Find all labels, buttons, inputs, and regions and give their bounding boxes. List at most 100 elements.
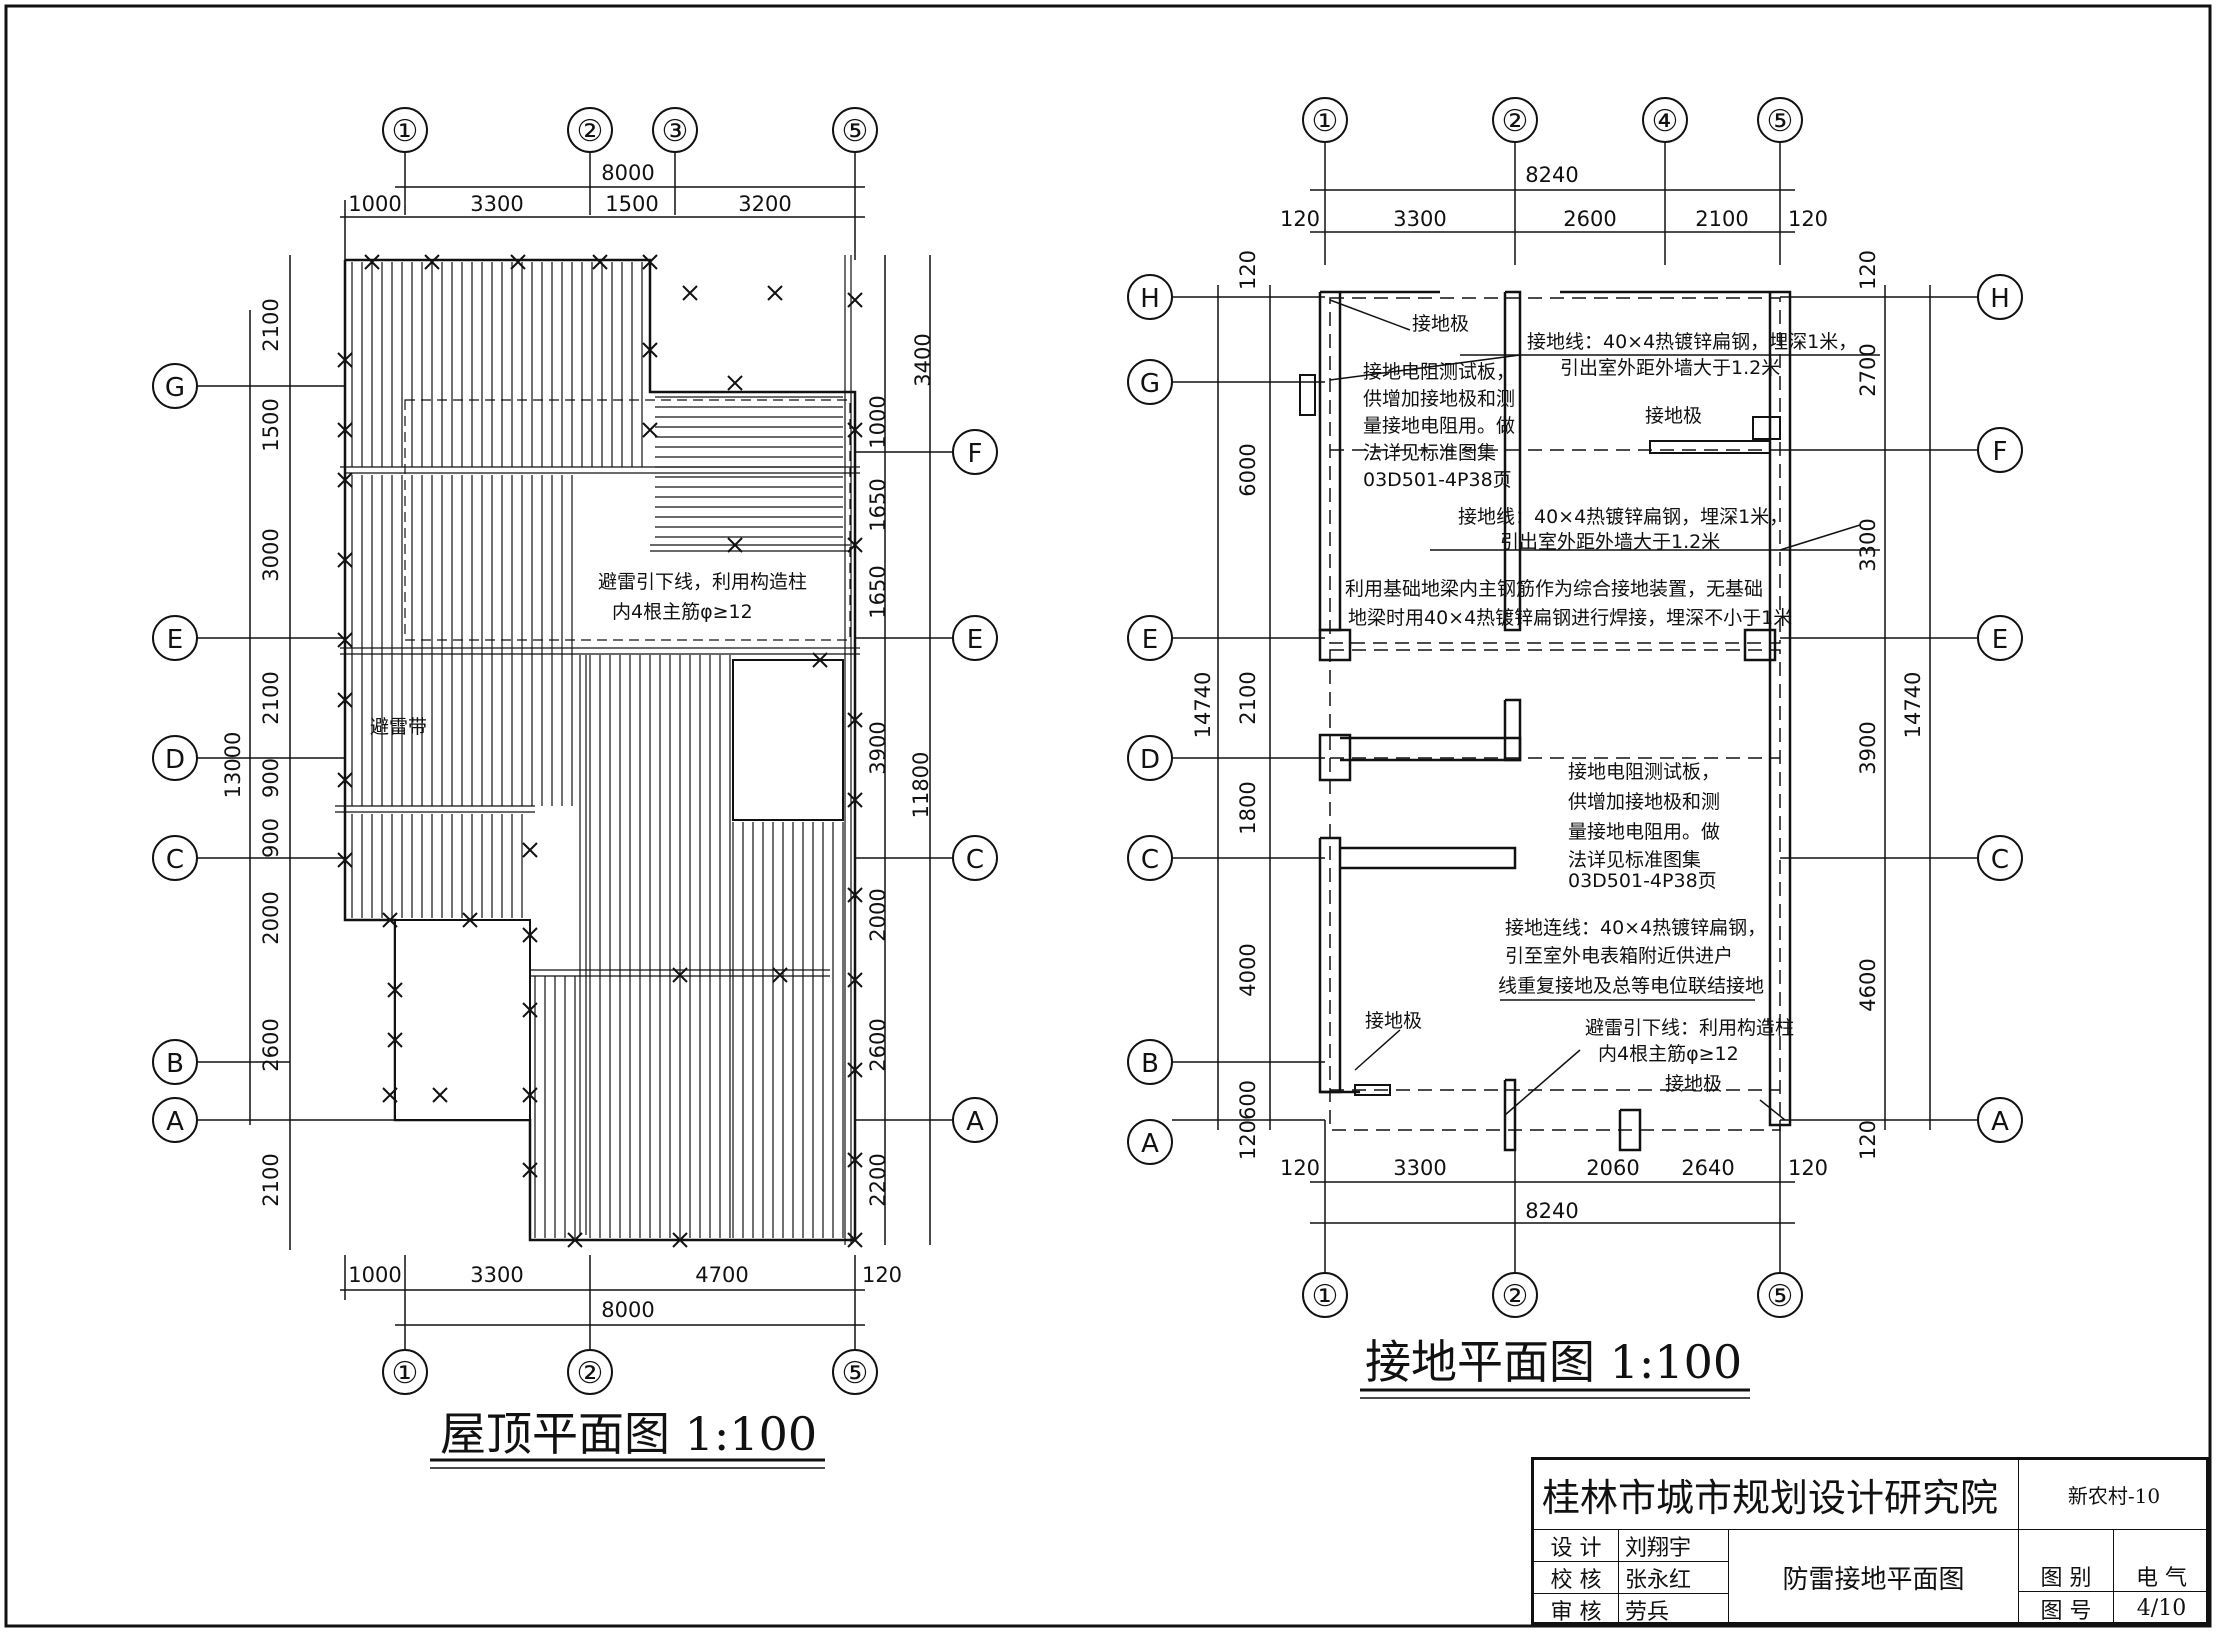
roof-dim-right: 1000 <box>866 395 890 448</box>
support-x-mark <box>382 1087 398 1103</box>
roof-axis-top-2: ② <box>577 114 604 149</box>
project-name: 新农村-10 <box>2019 1460 2209 1530</box>
ground-dim-bottom: 120 <box>1280 1156 1320 1180</box>
support-x-mark <box>364 254 380 270</box>
ground-plan-title: 接地平面图 1:100 <box>1365 1335 1742 1389</box>
ground-note-test2: 法详见标准图集 <box>1568 849 1701 871</box>
ground-axis-left-C: C <box>1141 845 1159 875</box>
ground-dim-top: 120 <box>1788 207 1828 231</box>
support-x-mark <box>672 967 688 983</box>
ground-axis-bottom-2: ② <box>1502 1279 1529 1314</box>
ground-note-test1: 法详见标准图集 <box>1363 442 1496 464</box>
ground-note-conn: 引至室外电表箱附近供进户 <box>1505 945 1733 967</box>
ground-dim-bottom: 3300 <box>1393 1156 1446 1180</box>
lightning-strap-supports <box>337 254 863 1248</box>
support-x-mark <box>382 912 398 928</box>
support-x-mark <box>337 692 353 708</box>
ground-dim-top: 2100 <box>1695 207 1748 231</box>
roof-axis-bottom-5: ⑤ <box>842 1356 869 1391</box>
roof-axis-bottom-1: ① <box>392 1356 419 1391</box>
sheet-border <box>4 4 2212 1628</box>
support-x-mark <box>642 422 658 438</box>
support-x-mark <box>672 1232 688 1248</box>
roof-dim-top: 1500 <box>605 192 658 216</box>
ground-dim-left: 600 <box>1236 1080 1260 1120</box>
ground-note-test2: 供增加接地极和测 <box>1568 791 1720 813</box>
support-x-mark <box>387 1032 403 1048</box>
ground-note-line1: 接地线：40×4热镀锌扁钢，埋深1米， <box>1527 331 1857 353</box>
ground-note-line2: 引出室外距外墙大于1.2米 <box>1500 531 1720 553</box>
ground-dim-right: 120 <box>1856 250 1880 290</box>
ground-axis-right-F: F <box>1993 437 2008 467</box>
support-x-mark <box>432 1087 448 1103</box>
support-x-mark <box>847 422 863 438</box>
roof-dim-right: 2000 <box>866 888 890 941</box>
review-name: 劳兵 <box>1619 1594 1729 1625</box>
support-x-mark <box>337 772 353 788</box>
ground-plate-label: 接地极 <box>1412 313 1469 335</box>
ground-axis-left-H: H <box>1140 284 1160 314</box>
ground-dim-bottom: 2060 <box>1586 1156 1639 1180</box>
ground-dim-top: 120 <box>1280 207 1320 231</box>
ground-plate-label: 接地极 <box>1665 1073 1722 1095</box>
support-x-mark <box>642 254 658 270</box>
support-x-mark <box>337 552 353 568</box>
number-label: 图 号 <box>2019 1592 2114 1625</box>
ground-dim-top: 3300 <box>1393 207 1446 231</box>
ground-dim-left: 120 <box>1236 1120 1260 1160</box>
ground-dim-right: 4600 <box>1856 958 1880 1011</box>
roof-axis-right-E: E <box>967 625 983 655</box>
roof-axis-top-3: ③ <box>662 114 689 149</box>
support-x-mark <box>337 422 353 438</box>
roof-dim-top: 1000 <box>348 192 401 216</box>
ground-axis-bottom-1: ① <box>1312 1279 1339 1314</box>
category-value: 电 气 <box>2114 1560 2209 1592</box>
roof-axis-top-5: ⑤ <box>842 114 869 149</box>
support-x-mark <box>772 967 788 983</box>
roof-dim-right: 1650 <box>866 478 890 531</box>
ground-axis-top-5: ⑤ <box>1767 104 1794 139</box>
drawing-name: 防雷接地平面图 <box>1729 1530 2019 1625</box>
roof-dim-left: 1500 <box>259 398 283 451</box>
review-label: 审 核 <box>1534 1594 1619 1625</box>
roof-dim-right-total: 11800 <box>909 752 933 819</box>
ground-plate-label: 接地极 <box>1645 405 1702 427</box>
roof-dim-top-total: 8000 <box>601 161 654 185</box>
roof-dim-top: 3300 <box>470 192 523 216</box>
roof-dim-bottom: 1000 <box>348 1263 401 1287</box>
design-label: 设 计 <box>1534 1530 1619 1562</box>
support-x-mark <box>847 887 863 903</box>
support-x-mark <box>337 852 353 868</box>
institute-name: 桂林市城市规划设计研究院 <box>1534 1460 2019 1530</box>
roof-dim-left: 2100 <box>259 1153 283 1206</box>
ground-dim-right: 120 <box>1856 1120 1880 1160</box>
ground-dim-left: 6000 <box>1236 443 1260 496</box>
ground-dim-left: 2100 <box>1236 671 1260 724</box>
support-x-mark <box>847 712 863 728</box>
roof-axis-right-C: C <box>966 845 984 875</box>
ground-dim-top-total: 8240 <box>1525 163 1578 187</box>
ground-dim-left: 120 <box>1236 250 1260 290</box>
ground-note-test1: 接地电阻测试板， <box>1363 361 1515 383</box>
roof-axis-top <box>382 107 878 153</box>
ground-axis-right-A: A <box>1991 1107 2009 1137</box>
ground-axis-right-C: C <box>1991 845 2009 875</box>
roof-dim-right: 3400 <box>911 333 935 386</box>
support-x-mark <box>567 1232 583 1248</box>
support-x-mark <box>522 1162 538 1178</box>
roof-hatching <box>351 262 844 1238</box>
roof-dim-left: 3000 <box>259 528 283 581</box>
tb-spacer <box>2019 1530 2114 1560</box>
roof-dim-left-total: 13000 <box>221 732 245 799</box>
ground-note-test1: 03D501-4P38页 <box>1363 469 1512 491</box>
roof-dim-left: 2100 <box>259 671 283 724</box>
roof-axis-left-D: D <box>165 745 185 775</box>
ground-dim-left: 1800 <box>1236 781 1260 834</box>
support-x-mark <box>424 254 440 270</box>
ground-dim-right-total: 14740 <box>1901 672 1925 739</box>
roof-axis-right-A: A <box>966 1107 984 1137</box>
ground-note-test1: 供增加接地极和测 <box>1363 388 1515 410</box>
roof-axis-left-G: G <box>165 373 185 403</box>
roof-plan <box>152 107 998 1469</box>
